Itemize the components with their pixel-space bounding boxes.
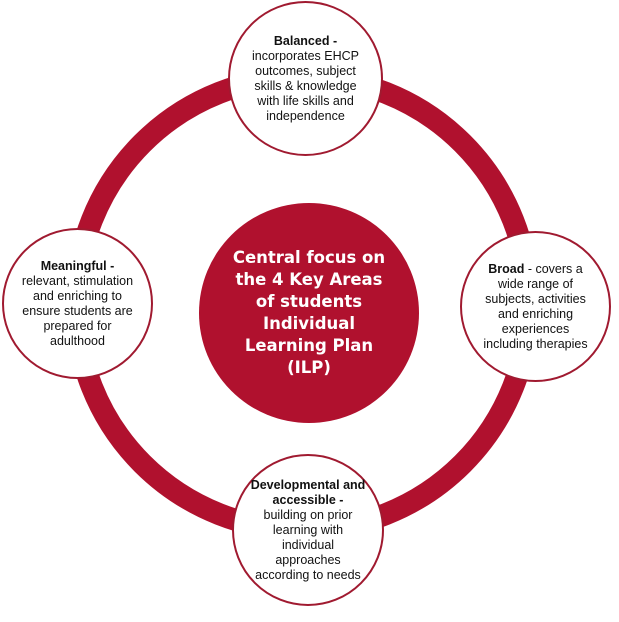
central-focus-circle: Central focus on the 4 Key Areas of stud… — [199, 203, 419, 423]
balanced-title: Balanced - — [273, 33, 338, 48]
broad-body: - covers a wide range of subjects, activ… — [483, 261, 588, 351]
balanced-node: Balanced - incorporates EHCP outcomes, s… — [228, 1, 383, 156]
meaningful-body: relevant, stimulation and enriching to e… — [21, 273, 134, 348]
developmental-node: Developmental and accessible - building … — [232, 454, 384, 606]
developmental-text: Developmental and accessible - building … — [248, 478, 368, 583]
developmental-title: Developmental and accessible - — [250, 477, 366, 507]
central-focus-text: Central focus on the 4 Key Areas of stud… — [232, 248, 386, 377]
broad-title: Broad — [488, 261, 525, 276]
developmental-body: building on prior learning with individu… — [255, 507, 361, 582]
balanced-text: Balanced - incorporates EHCP outcomes, s… — [246, 34, 366, 124]
balanced-body: incorporates EHCP outcomes, subject skil… — [252, 48, 359, 123]
meaningful-node: Meaningful - relevant, stimulation and e… — [2, 228, 153, 379]
broad-text: Broad - covers a wide range of subjects,… — [477, 262, 595, 352]
broad-node: Broad - covers a wide range of subjects,… — [460, 231, 611, 382]
meaningful-title: Meaningful - — [40, 258, 115, 273]
meaningful-text: Meaningful - relevant, stimulation and e… — [20, 259, 135, 349]
